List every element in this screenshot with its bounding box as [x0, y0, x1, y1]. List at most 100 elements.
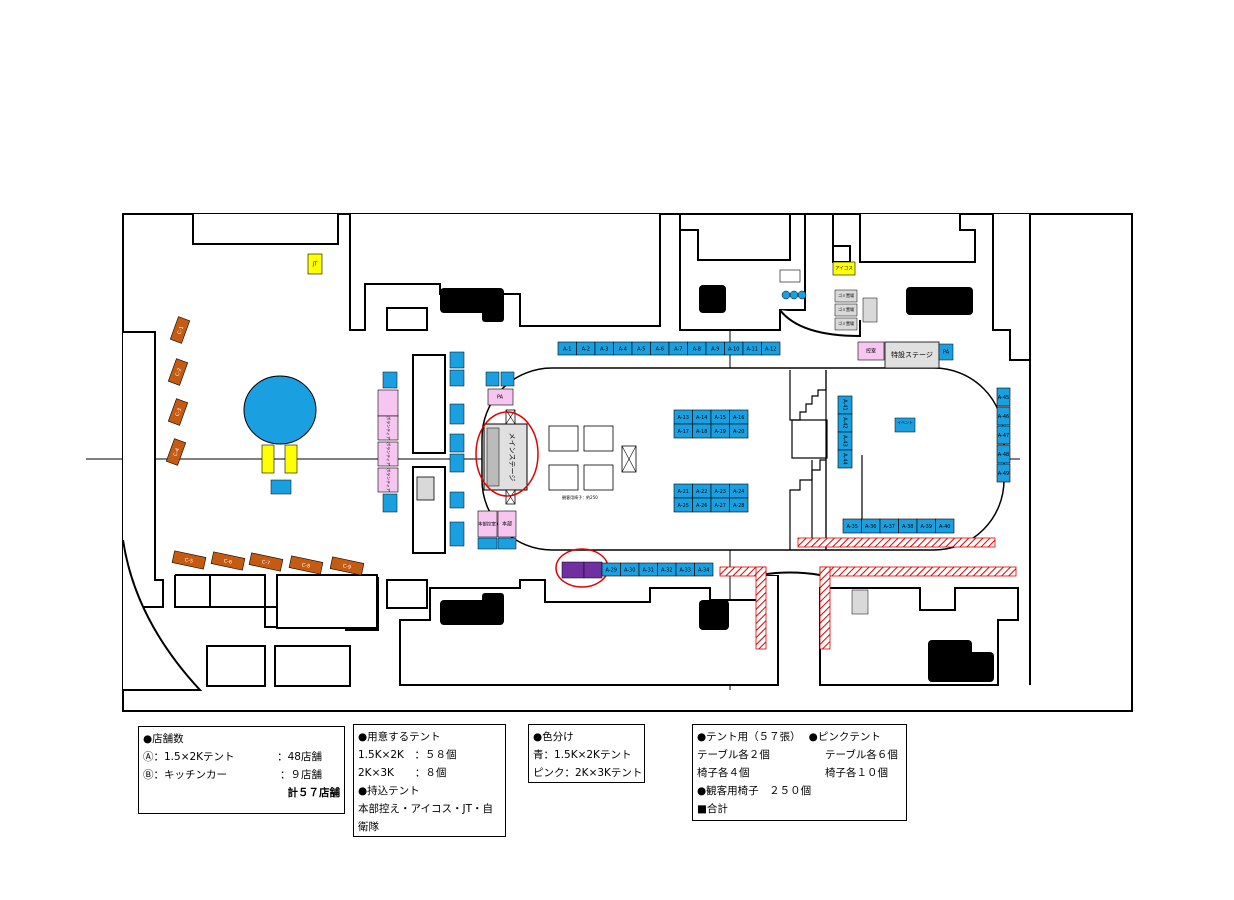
stall-tent: A-32	[657, 562, 677, 577]
stall-label: A-31	[643, 568, 654, 574]
stall-label: A-4	[619, 347, 627, 353]
stall-tent-box	[837, 449, 853, 469]
stall-label: A-15	[715, 415, 726, 421]
small-tent	[500, 371, 515, 387]
stall-label: A-49	[998, 471, 1009, 477]
legend-equipment: ●テント用（５７張）●ピンクテント テーブル各２個テーブル各６個 椅子各４個椅子…	[692, 724, 907, 821]
stall-tent-box	[694, 562, 714, 577]
main-stage-label: メインステージ	[508, 433, 516, 482]
stall-tent: A-43	[837, 431, 853, 451]
legend-tents-line2: 2K×3K ：８個	[358, 767, 447, 779]
stall-tent: A-27	[710, 497, 730, 513]
stall-tent: C-9	[329, 556, 365, 576]
stall-label: A-6	[656, 347, 664, 353]
stall-label: A-1	[563, 347, 571, 353]
legend-stores-total: 計５７店舗	[287, 787, 341, 799]
stall-tent: A-8	[687, 341, 707, 356]
stall-label: A-47	[998, 433, 1009, 439]
stall-tent: A-31	[638, 562, 658, 577]
stall-label: A-22	[696, 489, 707, 495]
stall-tent: A-48	[996, 444, 1011, 464]
stall-tent-box	[171, 550, 207, 570]
stall-label: C-8	[301, 562, 311, 570]
stall-tent: A-37	[879, 518, 899, 534]
legend-equip-col1-l2: 椅子各４個	[697, 767, 750, 779]
stall-label: A-37	[884, 524, 895, 530]
legend-tents: ●用意するテント 1.5K×2K ：５８個 2K×3K ：８個 ●持込テント 本…	[353, 724, 506, 837]
small-tent	[270, 479, 292, 495]
stall-label: C-3	[175, 407, 184, 417]
stall-tent: C-7	[248, 552, 284, 572]
storage-box	[416, 476, 435, 501]
stall-tent: C-6	[210, 551, 246, 571]
hq-tent	[497, 510, 517, 538]
stall-label: A-34	[698, 568, 709, 574]
volunteer-label: ボランティア	[386, 468, 392, 492]
hq-waiting-label: 本部控室	[478, 521, 496, 528]
stall-label: A-24	[733, 489, 744, 495]
stall-tent: A-1	[557, 341, 577, 356]
stall-label: A-29	[606, 568, 617, 574]
stall-label: A-7	[674, 347, 682, 353]
stall-tent: A-41	[837, 395, 853, 415]
stall-label: A-44	[842, 453, 848, 464]
stall-tent: A-35	[842, 518, 862, 534]
stall-tent: A-14	[692, 409, 712, 425]
waiting-tent	[857, 341, 885, 361]
stall-tent-box	[996, 387, 1011, 407]
stall-label: A-28	[733, 503, 744, 509]
legend-equip-col2-title: ●ピンクテント	[808, 731, 881, 743]
legend-equip-seats: ●観客用椅子 ２５０個	[697, 785, 812, 797]
stall-label: A-16	[733, 415, 744, 421]
stall-tent: A-46	[996, 406, 1011, 426]
stall-tent: A-42	[837, 413, 853, 433]
stall-tent-box	[248, 552, 284, 572]
yellow-tent	[284, 444, 298, 474]
legend-colors-title: ●色分け	[533, 731, 574, 743]
stall-tent: C-3	[167, 398, 189, 426]
hq-waiting-tent	[477, 510, 498, 538]
legend-stores-line2-label: Ⓑ：キッチンカー	[143, 769, 227, 781]
stall-label: C-6	[223, 558, 233, 566]
stall-label: A-20	[733, 429, 744, 435]
legend-stores: ●店舗数 Ⓐ：1.5×2Kテント：48店舗 Ⓑ：キッチンカー：９店舗 計５７店舗	[138, 726, 345, 814]
stall-tent: C-8	[288, 555, 324, 575]
stall-tent-box	[996, 406, 1011, 426]
stall-tent: A-33	[675, 562, 695, 577]
stall-tent: A-25	[673, 497, 693, 513]
stall-label: A-43	[842, 435, 848, 446]
stall-tent-box	[996, 444, 1011, 464]
stall-tent: A-13	[673, 409, 693, 425]
stall-tent-box	[288, 555, 324, 575]
stall-tent-box	[761, 341, 781, 356]
small-tent	[485, 371, 500, 387]
pa-label: PA	[497, 395, 504, 401]
stall-tent-box	[210, 551, 246, 571]
stall-label: A-5	[637, 347, 645, 353]
sign-box	[779, 269, 801, 283]
stall-tent: A-16	[729, 409, 749, 425]
legend-stores-line2-value: ：９店舗	[280, 769, 322, 781]
stall-label: C-4	[173, 447, 182, 457]
building-center-left	[412, 354, 446, 454]
stall-tent: A-47	[996, 425, 1011, 445]
stall-label: A-12	[765, 347, 776, 353]
legend-tents-line4: 衛隊	[358, 821, 379, 833]
stall-tent: A-49	[996, 463, 1011, 483]
stall-label: A-42	[842, 417, 848, 428]
stall-tent: A-45	[996, 387, 1011, 407]
stall-label: A-9	[711, 347, 719, 353]
event-tent	[894, 417, 916, 433]
stall-label: A-38	[902, 524, 913, 530]
stall-tent: A-6	[650, 341, 670, 356]
hq-label: 本部	[502, 521, 512, 528]
legend-equip-col1-title: ●テント用（５７張）	[697, 731, 801, 743]
trash-label: ゴミ置場	[838, 292, 854, 298]
stall-tent-box	[329, 556, 365, 576]
stall-tent: A-40	[935, 518, 955, 534]
stall-tent-box	[996, 425, 1011, 445]
stall-label: A-32	[661, 568, 672, 574]
stall-tent: A-28	[729, 497, 749, 513]
stall-tent: C-5	[171, 550, 207, 570]
stall-label: A-39	[921, 524, 932, 530]
